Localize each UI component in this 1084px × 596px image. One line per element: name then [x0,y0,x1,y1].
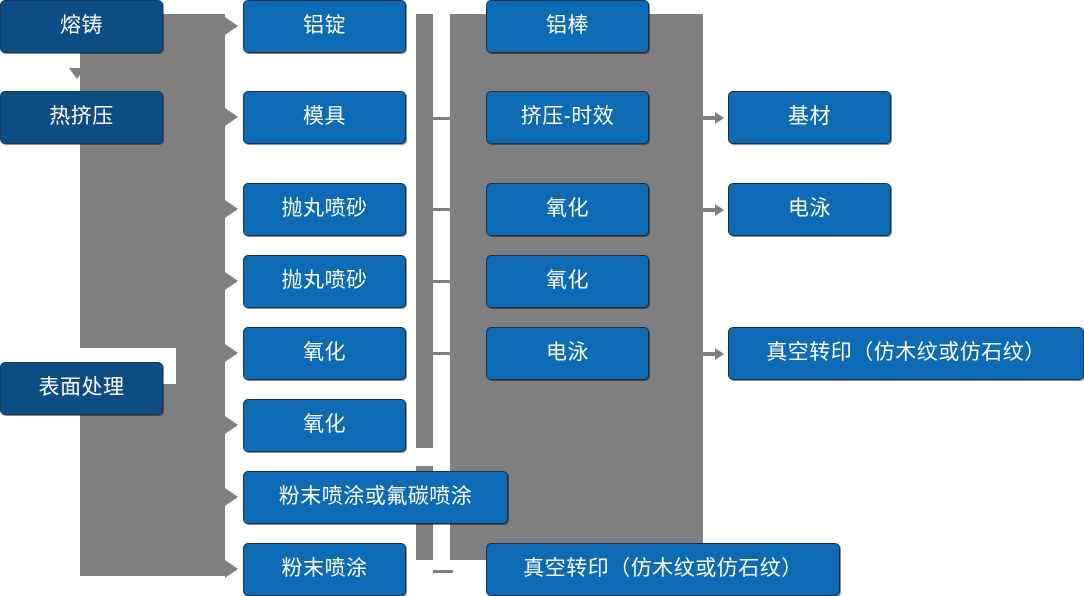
node-electrophoresis-c3[interactable]: 电泳 [486,327,649,380]
link-mid-5 [433,570,453,573]
arrow-head-to-vacuum-transfer [715,348,724,360]
arrow-to-aluminum-ingot [225,17,238,35]
stub-surface-treatment [163,387,185,390]
link-mid-1 [433,117,453,120]
node-mold[interactable]: 模具 [243,91,406,144]
arrow-down-to-hot-extrusion [69,68,85,79]
node-oxidation-c3-2[interactable]: 氧化 [486,255,649,308]
node-casting[interactable]: 熔铸 [0,0,163,53]
node-hot-extrusion[interactable]: 热挤压 [0,91,163,144]
node-shotblast-2[interactable]: 抛丸喷砂 [243,255,406,308]
arrow-head-to-electrophoresis [715,204,724,216]
arrow-line-to-substrate [703,116,717,120]
arrow-head-to-substrate [715,112,724,124]
node-substrate[interactable]: 基材 [728,91,891,144]
node-aluminum-ingot[interactable]: 铝锭 [243,0,406,53]
node-vacuum-transfer-c3[interactable]: 真空转印（仿木纹或仿石纹） [486,543,840,596]
arrow-line-to-vacuum-transfer [703,352,717,356]
link-mid-3 [433,280,453,283]
node-powder-or-fluorocarbon-coating[interactable]: 粉末喷涂或氟碳喷涂 [243,471,508,524]
connector-bar-mid-gap [416,448,433,466]
arrow-to-shotblast-1 [225,200,238,218]
node-oxidation-c3-1[interactable]: 氧化 [486,183,649,236]
connector-bar-mid [416,14,433,560]
node-electrophoresis-c4[interactable]: 电泳 [728,183,891,236]
arrow-to-powder-coating [225,560,238,578]
node-powder-coating[interactable]: 粉末喷涂 [243,543,406,596]
node-oxidation-c2-1[interactable]: 氧化 [243,327,406,380]
node-vacuum-transfer-c4[interactable]: 真空转印（仿木纹或仿石纹） [728,327,1084,380]
node-oxidation-c2-2[interactable]: 氧化 [243,399,406,452]
arrow-to-oxidation-1 [225,344,238,362]
link-mid-4 [433,352,453,355]
node-aluminum-bar[interactable]: 铝棒 [486,0,649,53]
arrow-to-oxidation-2 [225,416,238,434]
link-mid-2 [433,208,453,211]
node-surface-treatment[interactable]: 表面处理 [0,362,163,415]
node-extrusion-aging[interactable]: 挤压-时效 [486,91,649,144]
arrow-to-shotblast-2 [225,272,238,290]
arrow-to-powder-fluoro [225,488,238,506]
arrow-line-to-electrophoresis [703,208,717,212]
arrow-to-mold [225,108,238,126]
node-shotblast-1[interactable]: 抛丸喷砂 [243,183,406,236]
